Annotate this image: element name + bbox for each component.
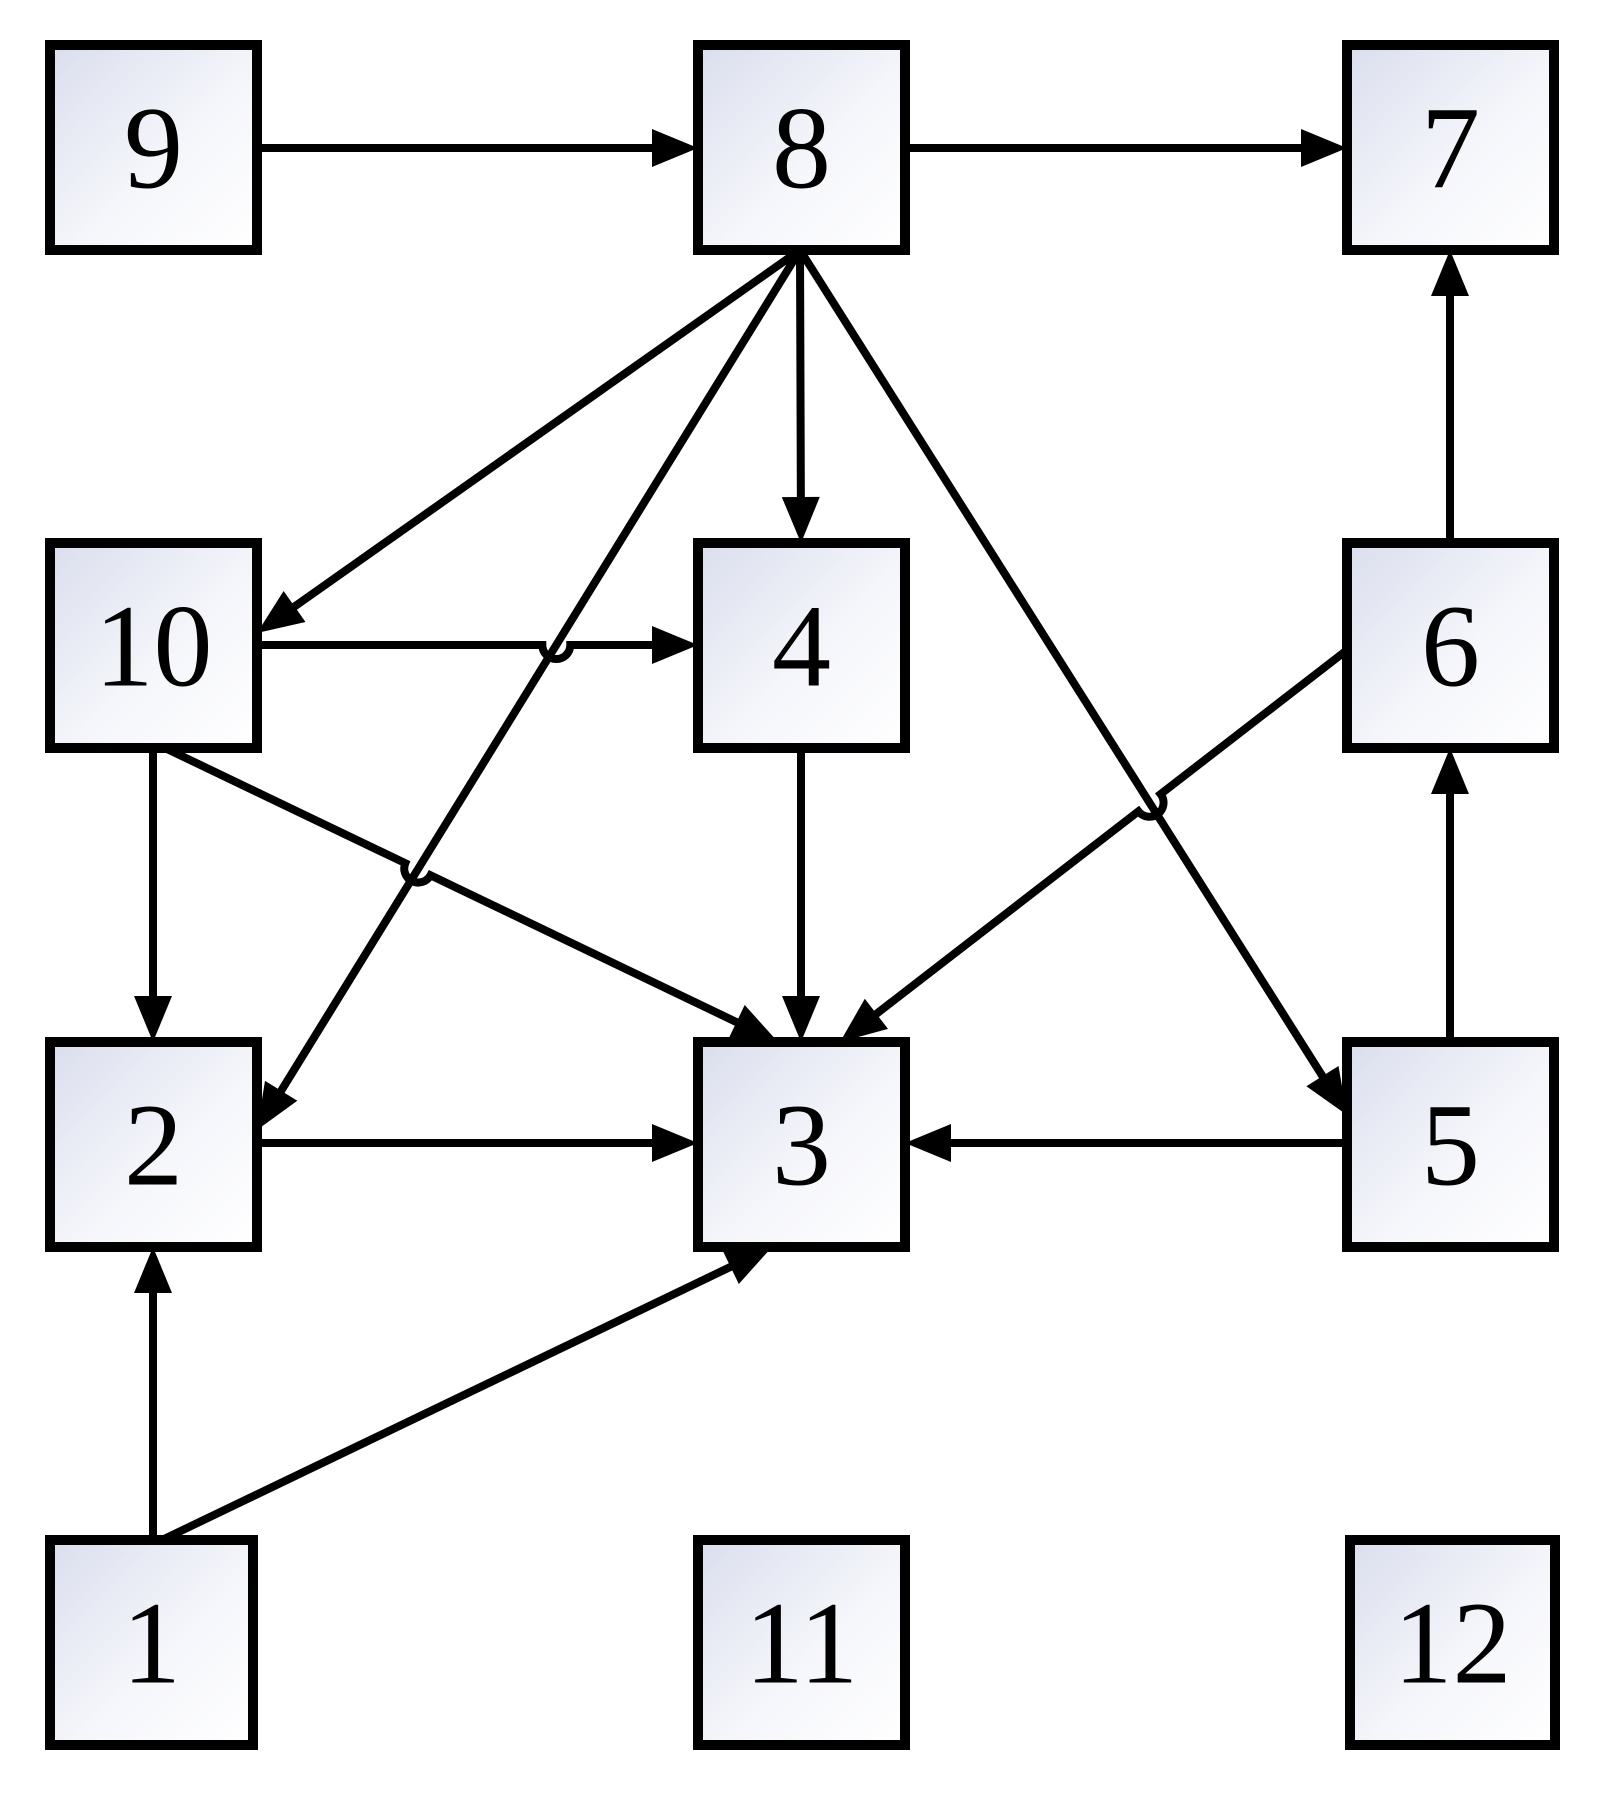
- edge-4-3: [782, 748, 820, 1042]
- node-label-11: 11: [745, 1578, 859, 1709]
- arrowhead-8-5: [1306, 1066, 1347, 1115]
- edge-line-6-3: [864, 646, 1350, 1025]
- arrowhead-10-3: [728, 1005, 778, 1042]
- edge-line-8-2: [271, 247, 804, 1103]
- node-label-8: 8: [772, 83, 831, 214]
- arrowhead-6-3: [840, 998, 888, 1042]
- arrowhead-8-10: [257, 591, 306, 633]
- arrowhead-5-3: [905, 1124, 951, 1162]
- node-label-10: 10: [95, 581, 213, 712]
- node-5: 5: [1342, 1037, 1559, 1252]
- node-box-3: [693, 1037, 910, 1252]
- edge-1-2: [134, 1247, 172, 1540]
- arrowhead-5-6: [1431, 748, 1469, 794]
- node-12: 12: [1345, 1535, 1560, 1750]
- node-box-7: [1342, 40, 1559, 255]
- edge-line-10-3: [163, 744, 749, 1031]
- arrowhead-1-2: [134, 1247, 172, 1293]
- edge-9-8: [257, 129, 698, 167]
- edge-line-1-3: [160, 1258, 743, 1544]
- edge-line-8-5: [796, 247, 1332, 1088]
- node-6: 6: [1342, 538, 1559, 753]
- node-4: 4: [693, 538, 910, 753]
- arrowhead-8-7: [1301, 129, 1347, 167]
- node-label-3: 3: [772, 1080, 831, 1211]
- arrowhead-6-7: [1431, 250, 1469, 296]
- node-1: 1: [45, 1535, 258, 1750]
- edge-8-4: [781, 249, 820, 543]
- edge-2-3: [257, 1124, 698, 1162]
- edge-1-3: [160, 1247, 772, 1544]
- edge-8-5: [796, 247, 1347, 1115]
- edge-10-4: [257, 626, 698, 664]
- edge-5-6: [1431, 748, 1469, 1042]
- edge-6-7: [1431, 250, 1469, 543]
- node-10: 10: [45, 538, 262, 753]
- arrowhead-2-3: [652, 1124, 698, 1162]
- node-3: 3: [693, 1037, 910, 1252]
- node-label-2: 2: [124, 1080, 183, 1211]
- node-label-7: 7: [1421, 83, 1480, 214]
- edge-line-10-4: [257, 641, 664, 663]
- edge-line-8-4: [796, 249, 805, 509]
- edge-8-7: [905, 129, 1347, 167]
- node-2: 2: [45, 1037, 262, 1252]
- node-box-8: [693, 40, 910, 255]
- node-label-1: 1: [122, 1578, 181, 1709]
- node-box-11: [693, 1535, 910, 1750]
- arrowhead-10-4: [652, 626, 698, 664]
- node-label-4: 4: [772, 581, 831, 712]
- edge-10-3: [163, 744, 778, 1042]
- node-11: 11: [693, 1535, 910, 1750]
- edge-8-10: [257, 246, 803, 633]
- edge-line-8-10: [282, 246, 803, 617]
- node-9: 9: [45, 40, 262, 255]
- arrowhead-4-3: [782, 996, 820, 1042]
- node-7: 7: [1342, 40, 1559, 255]
- arrowhead-8-4: [781, 496, 820, 543]
- node-8: 8: [693, 40, 910, 255]
- arrowhead-9-8: [652, 129, 698, 167]
- node-label-9: 9: [124, 83, 183, 214]
- node-box-9: [45, 40, 262, 255]
- node-label-12: 12: [1394, 1578, 1512, 1709]
- arrowhead-8-2: [257, 1080, 298, 1130]
- node-box-6: [1342, 538, 1559, 753]
- node-label-5: 5: [1421, 1080, 1480, 1211]
- edge-5-3: [905, 1124, 1347, 1162]
- arrowhead-10-2: [134, 996, 172, 1042]
- arrowhead-1-3: [722, 1247, 772, 1284]
- node-box-12: [1345, 1535, 1560, 1750]
- edge-8-2: [257, 247, 804, 1130]
- edge-6-3: [840, 646, 1350, 1042]
- edge-10-2: [134, 748, 172, 1042]
- node-label-6: 6: [1421, 581, 1480, 712]
